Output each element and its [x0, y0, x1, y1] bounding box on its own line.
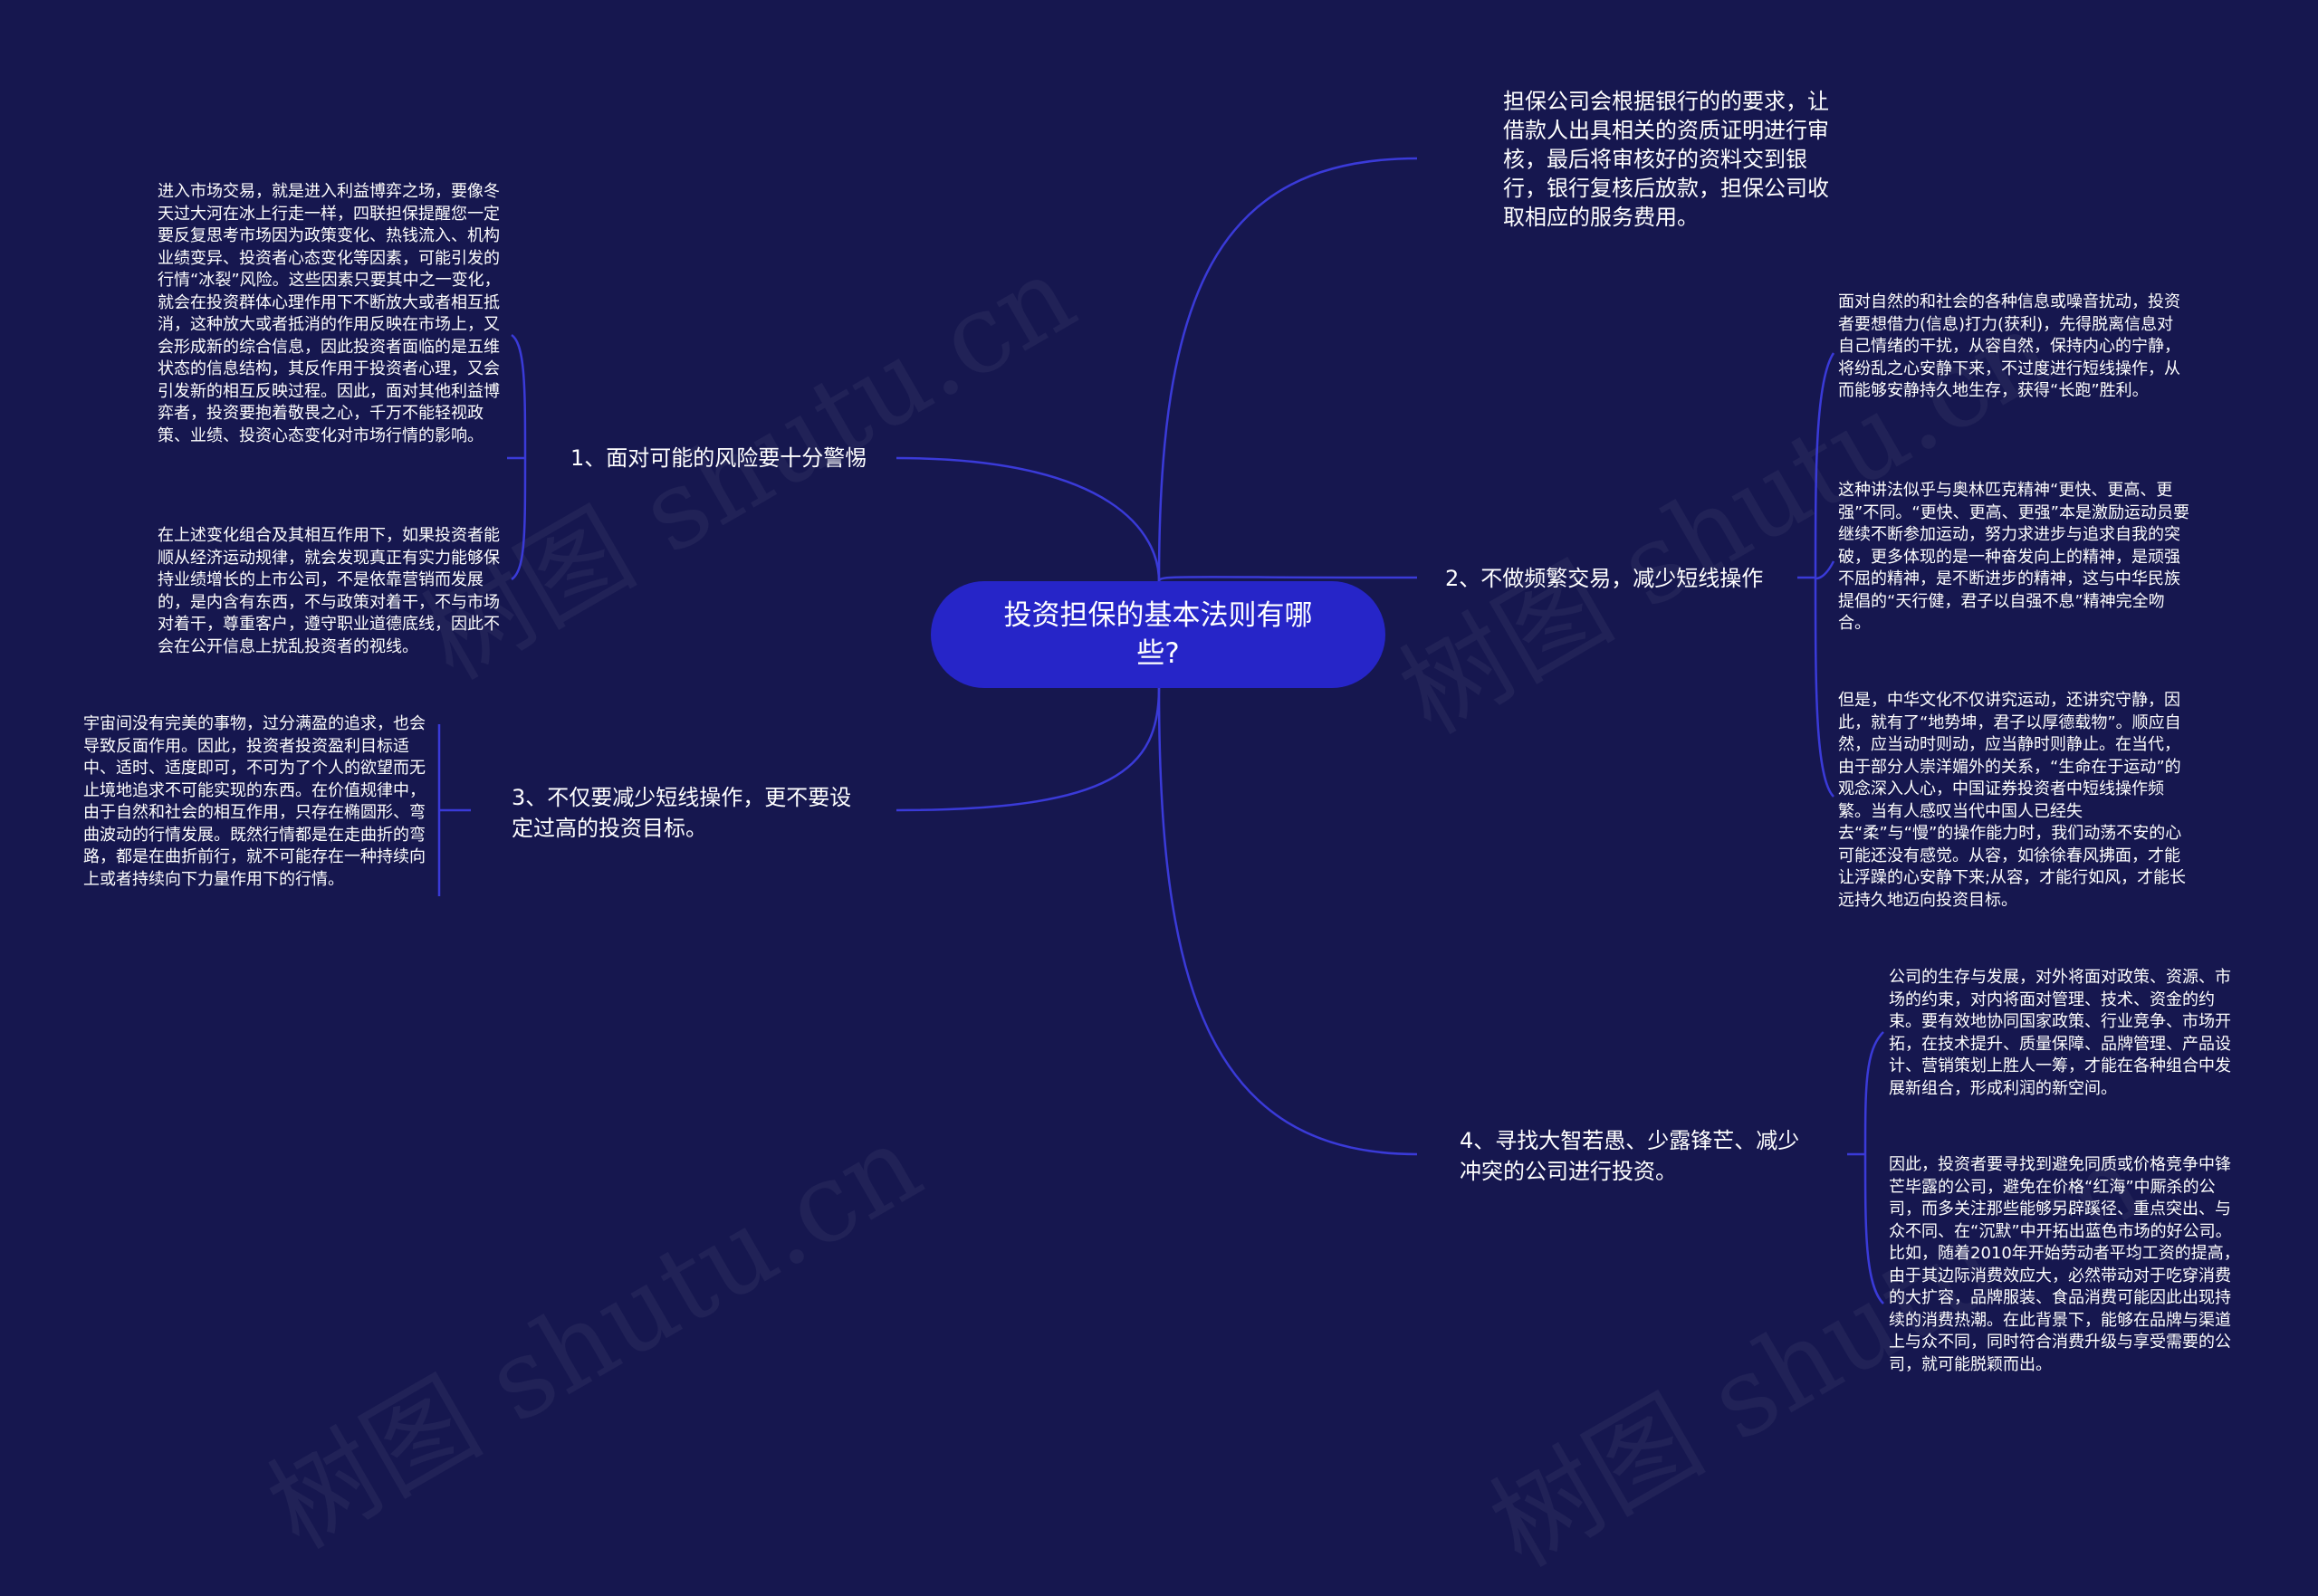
leaf-node-2-2[interactable]: 这种讲法似乎与奥林匹克精神“更快、更高、更强”不同。“更快、更高、更强”本是激励… [1838, 480, 2189, 636]
leaf-node-1-1[interactable]: 进入市场交易，就是进入利益博弈之场，要像冬天过大河在冰上行走一样，四联担保提醒您… [158, 181, 505, 447]
leaf-text: 进入市场交易，就是进入利益博弈之场，要像冬天过大河在冰上行走一样，四联担保提醒您… [158, 182, 501, 445]
connector-branch3-bracket [437, 724, 471, 896]
leaf-text: 担保公司会根据银行的的要求，让借款人出具相关的资质证明进行审核，最后将审核好的资… [1503, 89, 1829, 230]
leaf-node-4-2[interactable]: 因此，投资者要寻找到避免同质或价格竞争中锋芒毕露的公司，避免在价格“红海”中厮杀… [1889, 1154, 2240, 1376]
leaf-text: 这种讲法似乎与奥林匹克精神“更快、更高、更强”不同。“更快、更高、更强”本是激励… [1838, 481, 2189, 633]
branch-label: 1、面对可能的风险要十分警惕 [570, 445, 867, 471]
branch-label: 3、不仅要减少短线操作，更不要设定过高的投资目标。 [512, 785, 852, 841]
root-node-label: 投资担保的基本法则有哪些? [1003, 599, 1313, 670]
branch-node-1[interactable]: 1、面对可能的风险要十分警惕 [570, 443, 915, 473]
connector-root-branch4 [1157, 687, 1418, 1156]
leaf-text: 面对自然的和社会的各种信息或噪音扰动，投资者要想借力(信息)打力(获利)，先得脱… [1838, 292, 2180, 400]
mind-map-canvas: 树图 shutu.cn 树图 shutu.cn 树图 shutu.cn 树图 s… [83, 87, 2240, 1591]
leaf-node-2-1[interactable]: 面对自然的和社会的各种信息或噪音扰动，投资者要想借力(信息)打力(获利)，先得脱… [1838, 291, 2189, 403]
branch-label: 4、寻找大智若愚、少露锋芒、减少冲突的公司进行投资。 [1460, 1128, 1800, 1184]
leaf-node-3-1[interactable]: 宇宙间没有完美的事物，过分满盈的追求，也会导致反面作用。因此，投资者投资盈利目标… [83, 713, 435, 891]
leaf-text: 宇宙间没有完美的事物，过分满盈的追求，也会导致反面作用。因此，投资者投资盈利目标… [83, 714, 426, 889]
leaf-node-guarantee-process[interactable]: 担保公司会根据银行的的要求，让借款人出具相关的资质证明进行审核，最后将审核好的资… [1503, 87, 1838, 232]
connector-branch1-bracket [507, 333, 527, 581]
leaf-text: 因此，投资者要寻找到避免同质或价格竞争中锋芒毕露的公司，避免在价格“红海”中厮杀… [1889, 1155, 2240, 1374]
leaf-node-1-2[interactable]: 在上述变化组合及其相互作用下，如果投资者能顺从经济运动规律，就会发现真正有实力能… [158, 525, 505, 658]
connector-root-branch2 [1157, 576, 1418, 582]
connector-root-topleaf [1157, 157, 1418, 582]
leaf-node-2-3[interactable]: 但是，中华文化不仅讲究运动，还讲究守静，因此，就有了“地势坤，君子以厚德载物”。… [1838, 690, 2189, 912]
leaf-node-4-1[interactable]: 公司的生存与发展，对外将面对政策、资源、市场的约束，对内将面对管理、技术、资金的… [1889, 967, 2240, 1100]
branch-node-2[interactable]: 2、不做频繁交易，减少短线操作 [1445, 563, 1789, 594]
connector-root-branch1 [896, 456, 1161, 582]
branch-label: 2、不做频繁交易，减少短线操作 [1445, 566, 1764, 591]
root-node[interactable]: 投资担保的基本法则有哪些? [931, 581, 1385, 688]
branch-node-3[interactable]: 3、不仅要减少短线操作，更不要设定过高的投资目标。 [512, 782, 865, 844]
leaf-text: 在上述变化组合及其相互作用下，如果投资者能顺从经济运动规律，就会发现真正有实力能… [158, 526, 500, 656]
connector-lines [437, 157, 1884, 1305]
connector-root-branch3 [896, 687, 1161, 812]
connector-branch4-bracket [1847, 1031, 1884, 1305]
leaf-text: 但是，中华文化不仅讲究运动，还讲究守静，因此，就有了“地势坤，君子以厚德载物”。… [1838, 691, 2187, 910]
branch-node-4[interactable]: 4、寻找大智若愚、少露锋芒、减少冲突的公司进行投资。 [1460, 1125, 1813, 1187]
connector-branch2-bracket [1797, 352, 1835, 798]
leaf-text: 公司的生存与发展，对外将面对政策、资源、市场的约束，对内将面对管理、技术、资金的… [1889, 968, 2231, 1098]
